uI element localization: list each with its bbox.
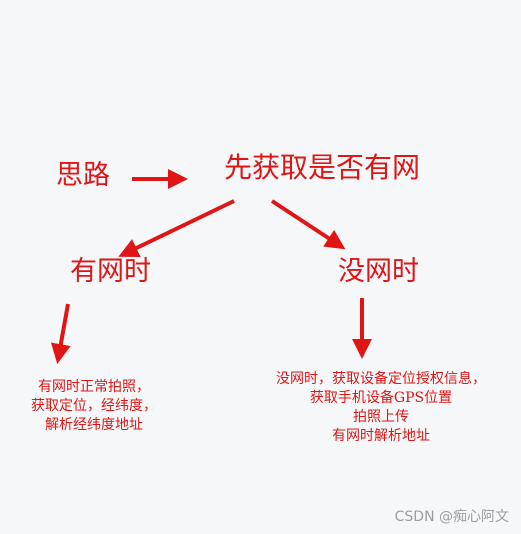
left-note-line: 获取定位，经纬度， <box>31 398 157 414</box>
right-note-line: 获取手机设备GPS位置 <box>309 390 453 406</box>
branch-left-node: 有网时 <box>70 256 151 287</box>
left-note-line: 有网时正常拍照， <box>38 379 150 395</box>
right-note: 没网时，获取设备定位授权信息， 获取手机设备GPS位置 拍照上传 有网时解析地址 <box>250 370 512 446</box>
arrow-root-to-right <box>270 199 346 250</box>
left-note-line: 解析经纬度地址 <box>45 417 143 433</box>
left-note: 有网时正常拍照， 获取定位，经纬度， 解析经纬度地址 <box>4 378 184 435</box>
start-label: 思路 <box>56 160 110 191</box>
arrow-left-to-note <box>50 303 71 364</box>
branch-right-node: 没网时 <box>338 256 419 287</box>
watermark: CSDN @痴心阿文 <box>394 509 509 525</box>
right-note-line: 没网时，获取设备定位授权信息， <box>276 371 486 387</box>
root-node: 先获取是否有网 <box>224 151 421 184</box>
right-note-line: 有网时解析地址 <box>332 428 430 444</box>
arrow-root-to-left <box>118 199 235 258</box>
right-note-line: 拍照上传 <box>353 409 409 425</box>
